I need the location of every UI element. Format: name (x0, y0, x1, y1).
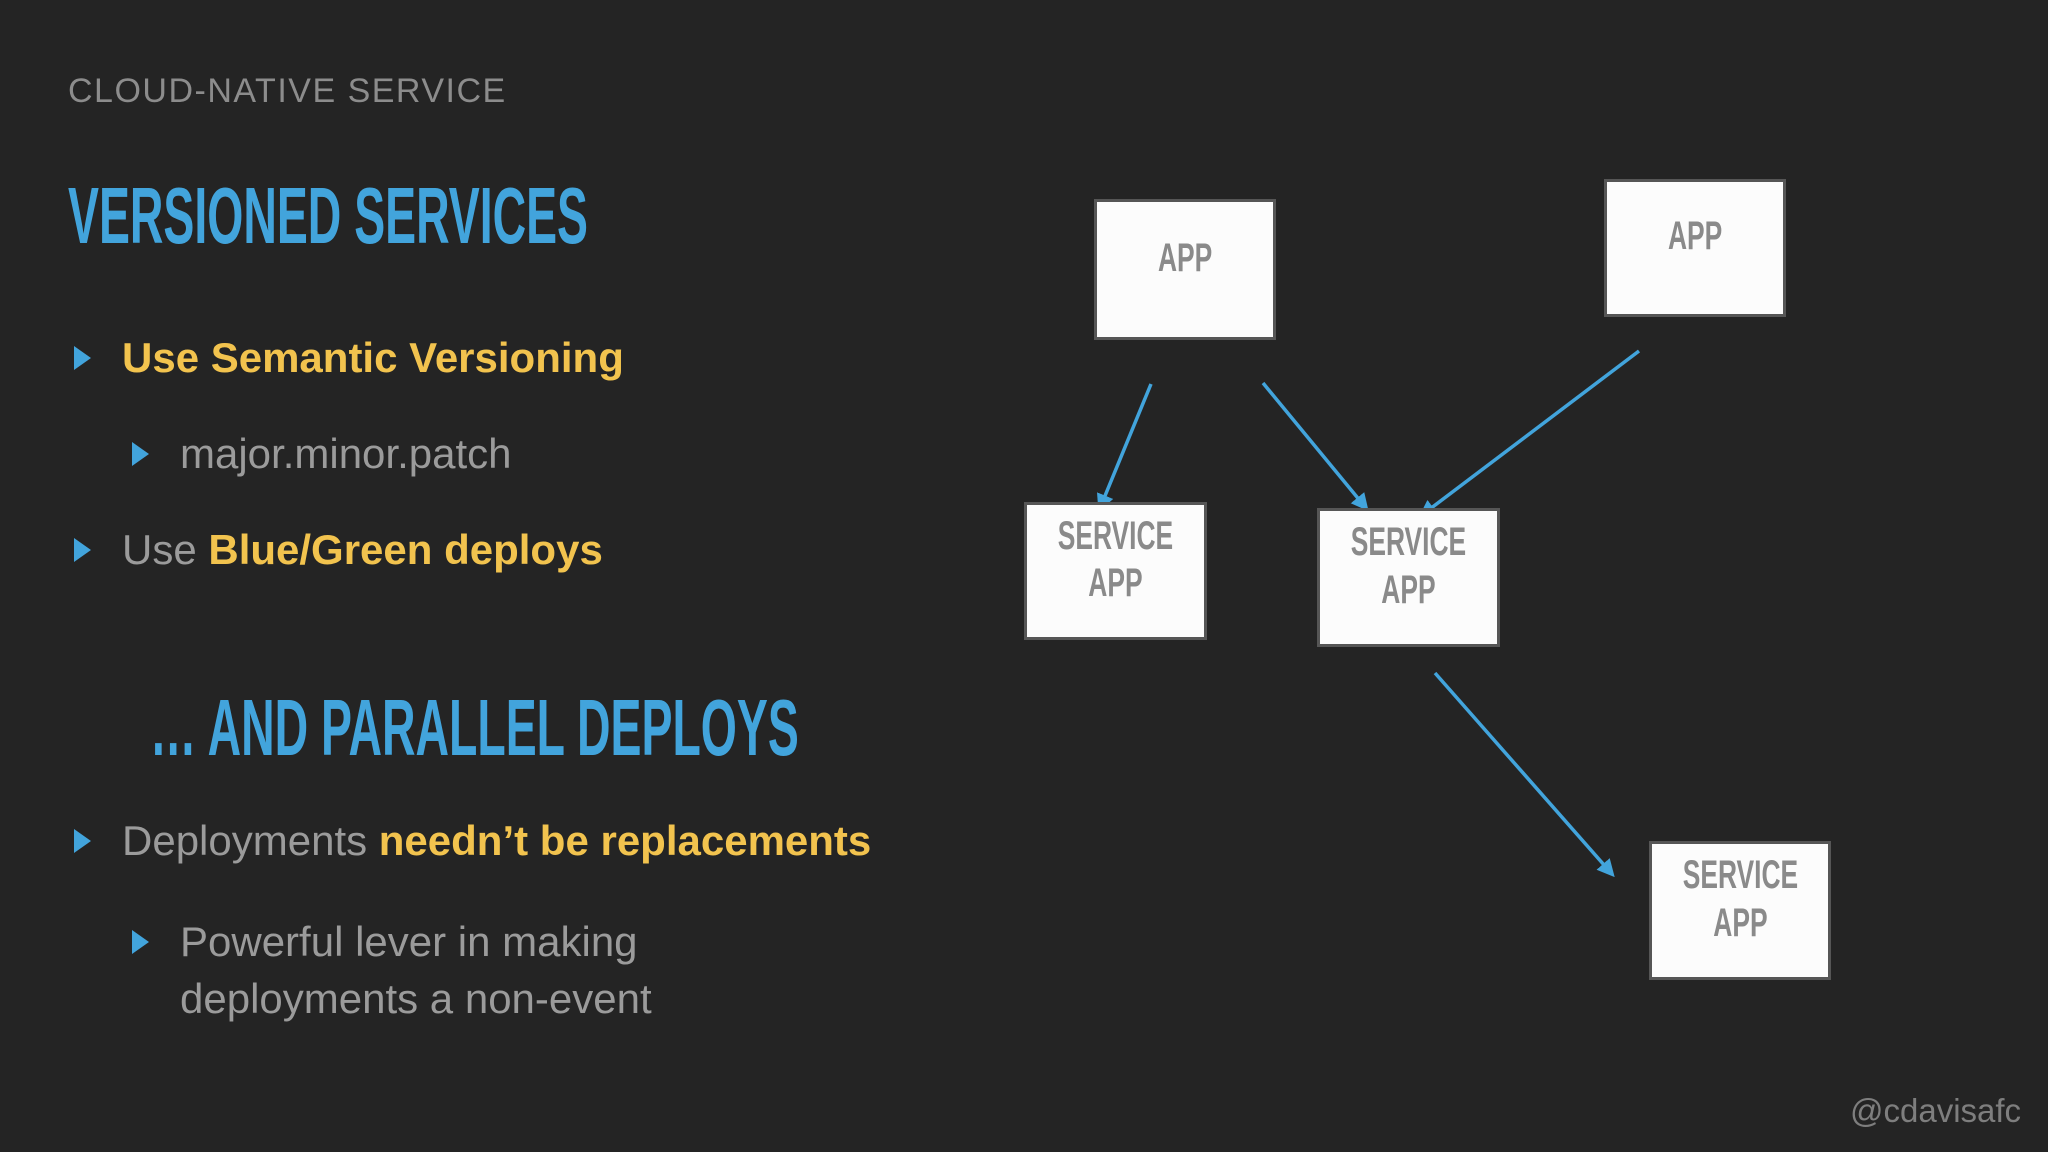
arrow-app-1-to-service-1 (1097, 383, 1153, 512)
bullet-text: Powerful lever in making deployments a n… (180, 913, 652, 1027)
bullet-text: major.minor.patch (180, 430, 512, 477)
diagram-node-label: APP (1667, 214, 1723, 259)
bullet-deployments-replacements: Deployments needn’t be replacements (74, 816, 871, 866)
bullet-text: Deployments needn’t be replacements (122, 816, 871, 866)
slide-subtitle-text: … AND PARALLEL DEPLOYS (150, 683, 799, 772)
slide-subtitle: … AND PARALLEL DEPLOYS (150, 688, 1269, 768)
bullet-use-semantic-versioning: Use Semantic Versioning (74, 333, 624, 383)
bullet-text-emphasis: Blue/Green deploys (208, 526, 603, 573)
bullet-text: Use Semantic Versioning (122, 334, 624, 381)
bullet-major-minor-patch: major.minor.patch (132, 429, 512, 479)
diagram-node-label: APP (1157, 235, 1213, 280)
bullet-text-line-1: Powerful lever in making (180, 918, 638, 965)
bullet-text-line-2: deployments a non-event (180, 975, 652, 1022)
bullet-powerful-lever: Powerful lever in making deployments a n… (132, 913, 652, 1027)
bullet-text-normal: Use (122, 526, 209, 573)
diagram-node-app-2: APP (1604, 179, 1786, 317)
bullet-text-emphasis: needn’t be replacements (378, 817, 872, 864)
slide-kicker: CLOUD-NATIVE SERVICE (68, 72, 507, 110)
slide-title-text: VERSIONED SERVICES (68, 171, 589, 260)
arrow-service-2-to-service-3 (1433, 671, 1615, 878)
diagram-node-app-1: APP (1094, 199, 1276, 340)
bullet-text-normal: Deployments (122, 817, 379, 864)
twitter-handle: @cdavisafc (1850, 1092, 2022, 1129)
arrow-app-1-to-service-2 (1261, 381, 1369, 512)
arrow-app-2-to-service-2 (1418, 349, 1641, 518)
bullet-text: Use Blue/Green deploys (122, 525, 603, 575)
bullet-blue-green-deploys: Use Blue/Green deploys (74, 525, 603, 575)
slide-title: VERSIONED SERVICES (68, 176, 965, 256)
